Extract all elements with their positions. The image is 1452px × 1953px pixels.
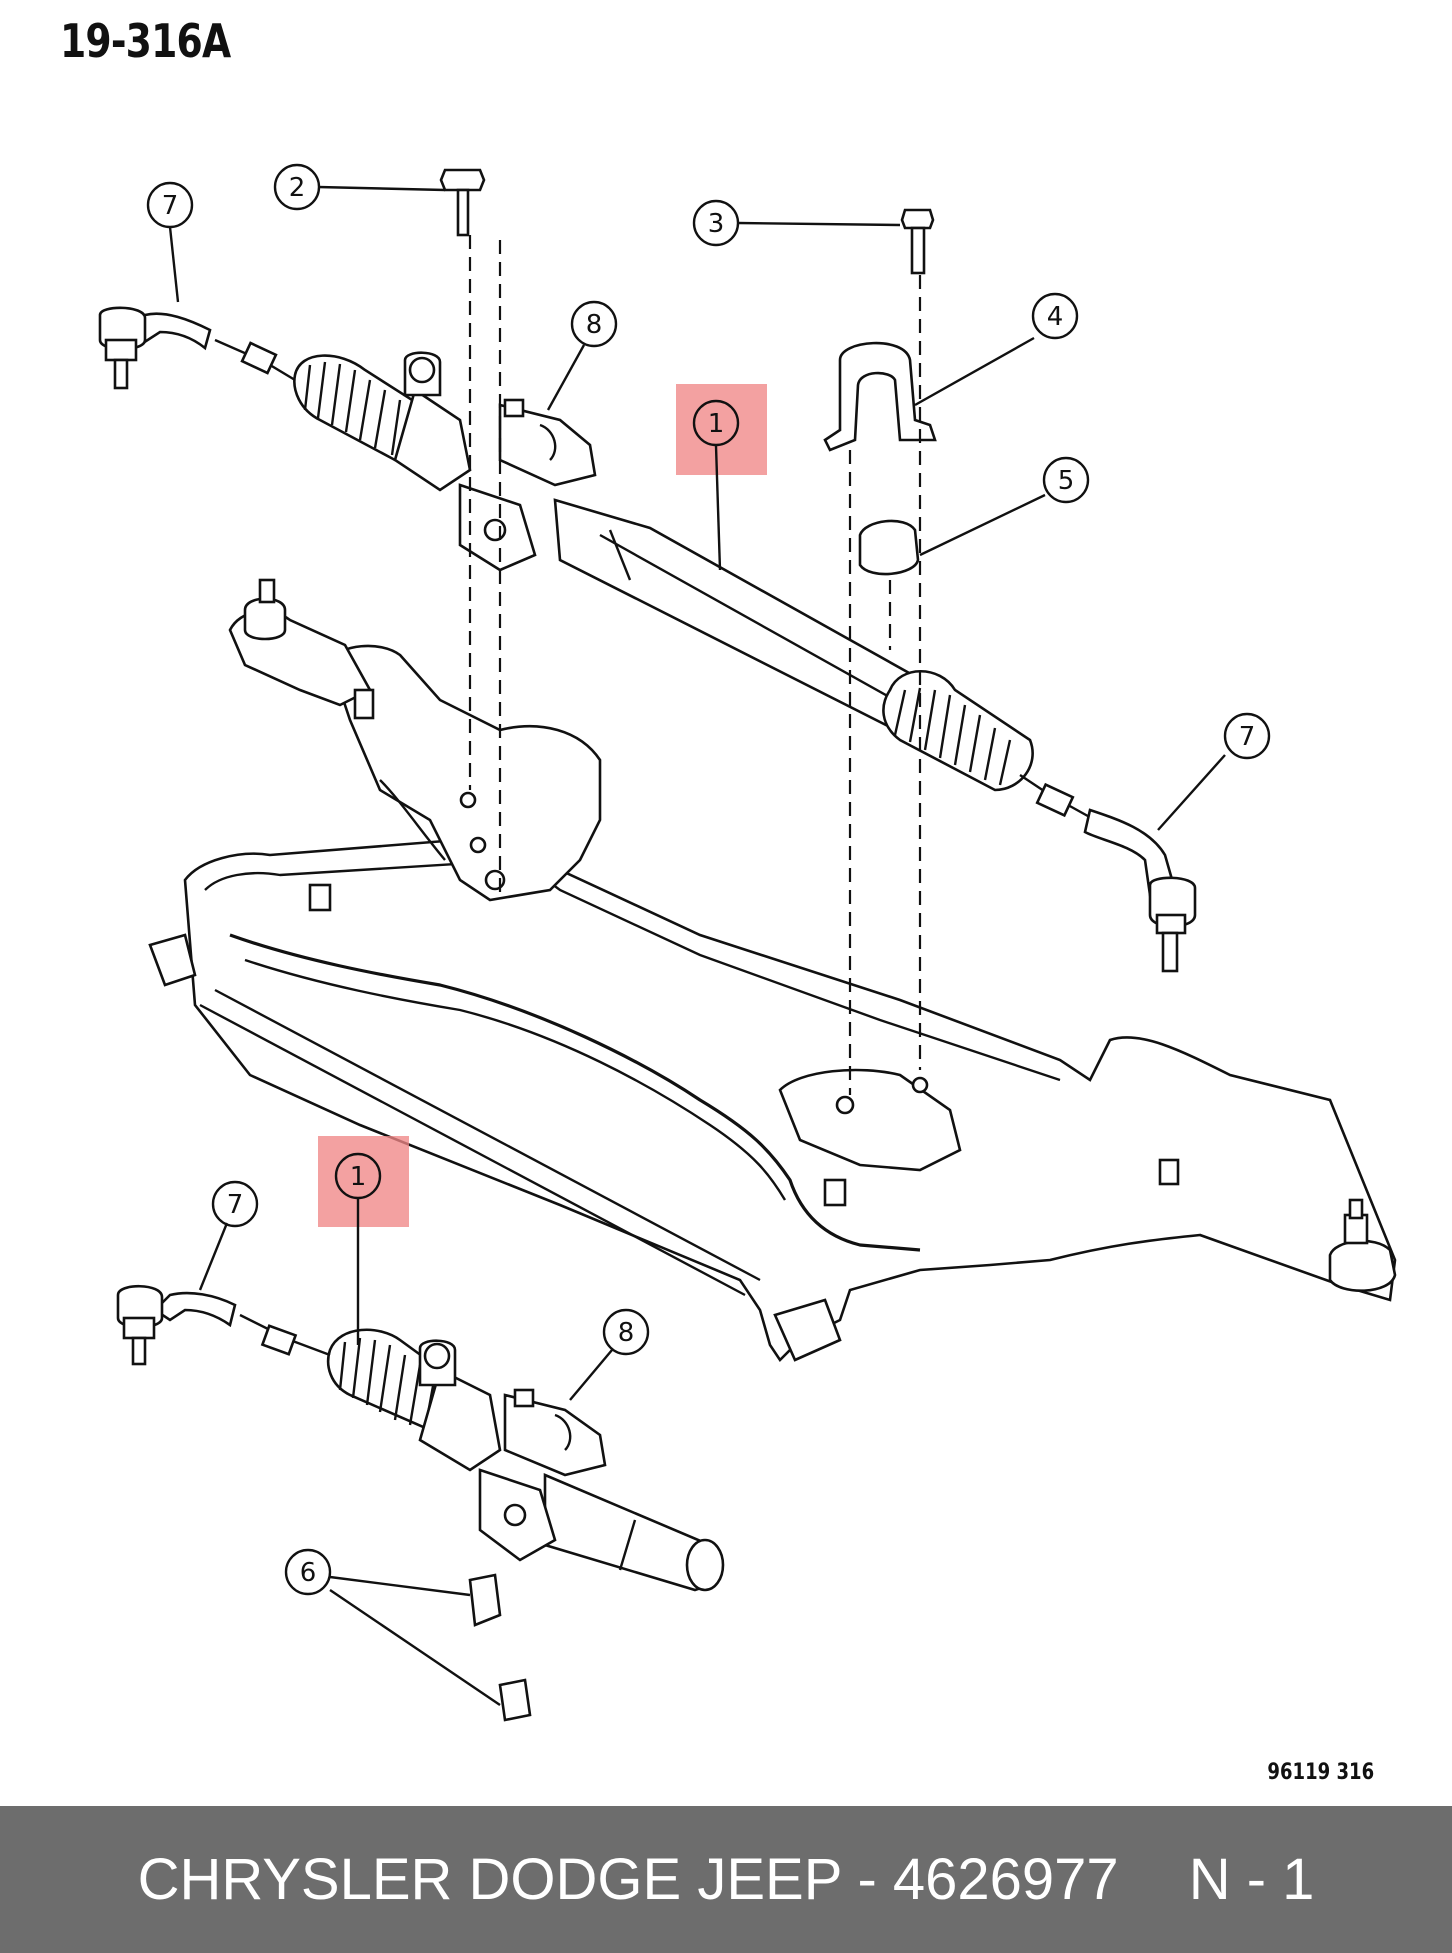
callout-label: 8 [618, 1318, 635, 1348]
diagram-reference: 19-316A [60, 14, 231, 68]
callout-8-lower: 8 [602, 1308, 650, 1356]
leader-lines [168, 185, 1226, 1706]
callout-7-lower: 7 [211, 1180, 259, 1228]
lower-steering-rack-detail [116, 1284, 725, 1592]
part-1-highlight-lower [318, 1136, 409, 1227]
callouts: 1 1 2 3 4 5 6 7 [146, 163, 1271, 1596]
callout-4: 4 [1031, 292, 1079, 340]
callout-label: 1 [350, 1162, 367, 1192]
callout-label: 3 [708, 209, 725, 239]
callout-label: 8 [586, 310, 603, 340]
callout-label: 1 [708, 409, 725, 439]
callout-6: 6 [284, 1548, 332, 1596]
figure-code: 96119 316 [1267, 1760, 1374, 1785]
callout-label: 7 [162, 191, 179, 221]
callout-label: 5 [1058, 466, 1075, 496]
callout-label: 4 [1047, 302, 1064, 332]
callout-7-upper-left: 7 [146, 181, 194, 229]
callout-8-upper: 8 [570, 300, 618, 348]
footer-part-text: CHRYSLER DODGE JEEP - 4626977 [137, 1847, 1119, 1912]
callout-7-right: 7 [1223, 712, 1271, 760]
crossmember [148, 578, 1397, 1363]
callout-2: 2 [273, 163, 321, 211]
footer-banner: CHRYSLER DODGE JEEP - 4626977 N - 1 [0, 1806, 1452, 1953]
callout-5: 5 [1042, 456, 1090, 504]
callout-1-lower: 1 [334, 1152, 382, 1200]
callout-label: 6 [300, 1558, 317, 1588]
callout-label: 7 [1239, 722, 1256, 752]
fasteners [439, 168, 937, 1722]
callout-3: 3 [692, 199, 740, 247]
footer-suffix: N - 1 [1188, 1847, 1315, 1912]
callout-label: 2 [289, 173, 306, 203]
steering-gear-diagram: 1 1 2 3 4 5 6 7 [98, 163, 1397, 1722]
part-1-highlight-upper [676, 384, 767, 475]
alignment-lines [468, 235, 922, 1095]
callout-label: 7 [227, 1190, 244, 1220]
callout-1-upper: 1 [692, 399, 740, 447]
